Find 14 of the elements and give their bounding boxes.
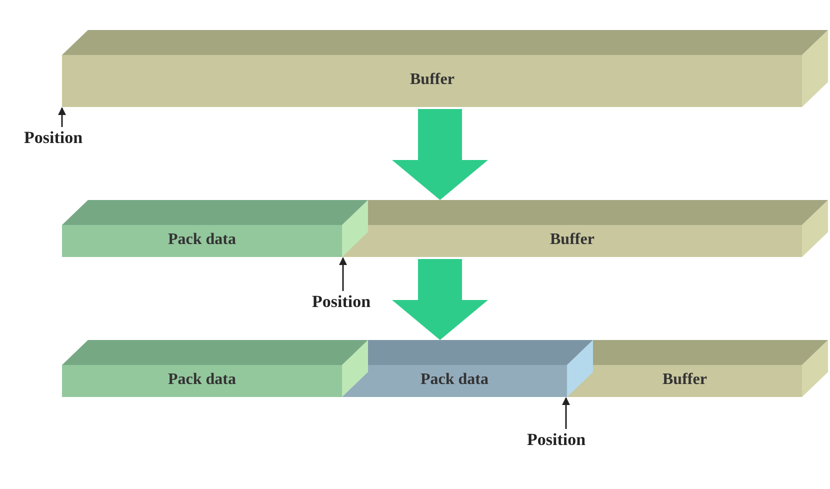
segment-label: Pack data <box>168 371 236 389</box>
segment-label: Pack data <box>420 371 488 389</box>
block-arrow <box>392 259 488 340</box>
position-label: Position <box>24 128 83 148</box>
segment-label: Buffer <box>410 71 454 89</box>
position-label: Position <box>527 430 586 450</box>
block-arrow <box>392 109 488 200</box>
leader-arrow <box>339 257 347 291</box>
leader-arrow <box>58 107 66 127</box>
segment-label: Buffer <box>662 371 707 389</box>
segment-label: Pack data <box>168 231 236 249</box>
position-label: Position <box>312 292 371 312</box>
leader-arrow <box>562 397 570 429</box>
segment-label: Buffer <box>550 231 594 249</box>
